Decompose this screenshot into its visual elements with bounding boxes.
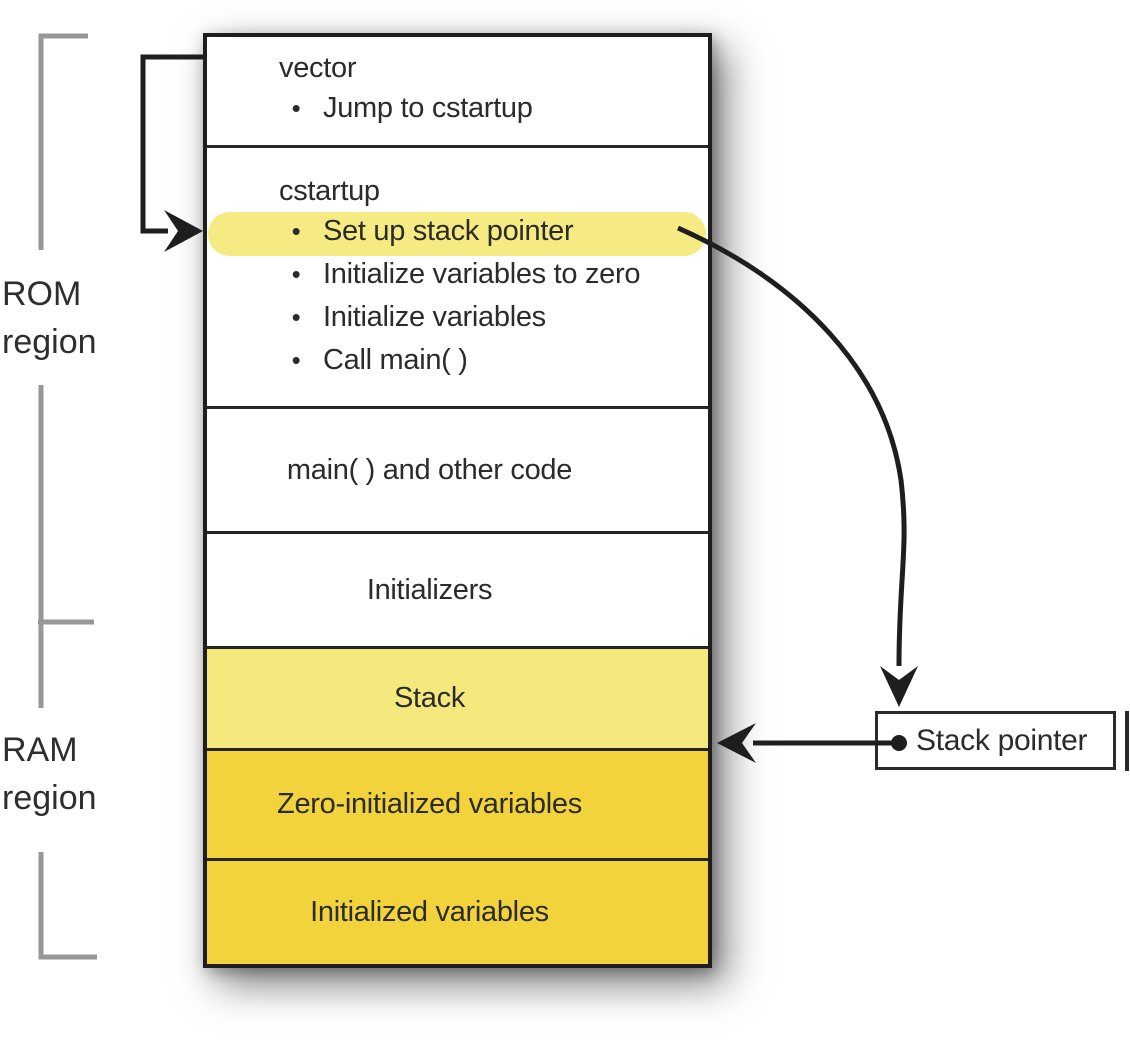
jump-to-cstartup-arrow bbox=[140, 54, 203, 234]
cstartup-bullet-set-up-stack-pointer: Set up stack pointer bbox=[323, 215, 574, 247]
left-arrowhead-icon bbox=[717, 723, 756, 763]
main-code-label: main( ) and other code bbox=[286, 453, 573, 486]
stack-pointer-box: Stack pointer bbox=[875, 711, 1116, 770]
rom-region-label-line1: ROM bbox=[2, 275, 82, 313]
rom-region-label-line2: region bbox=[2, 323, 97, 361]
memory-map-box: vector • Jump to cstartup cstartup • Set… bbox=[203, 33, 712, 968]
jump-arrowhead-icon bbox=[164, 210, 203, 252]
cstartup-bullet-row: • Initialize variables to zero bbox=[279, 253, 708, 296]
down-arrowhead-icon bbox=[880, 666, 918, 707]
vector-bullet-row: • Jump to cstartup bbox=[279, 87, 708, 130]
set-up-stack-pointer-highlight bbox=[208, 212, 706, 256]
memory-section-stack: Stack bbox=[207, 646, 708, 748]
memory-section-main-code: main( ) and other code bbox=[207, 406, 708, 531]
bullet-icon: • bbox=[291, 216, 301, 246]
bullet-icon: • bbox=[291, 345, 301, 375]
cstartup-bullet-row: • Call main( ) bbox=[279, 339, 708, 382]
zero-initialized-label: Zero-initialized variables bbox=[277, 788, 582, 820]
cstartup-bullet-row-highlighted: • Set up stack pointer bbox=[279, 210, 708, 253]
memory-section-zero-initialized: Zero-initialized variables bbox=[207, 748, 708, 858]
initializers-label: Initializers bbox=[366, 573, 493, 606]
cstartup-bullet-init-to-zero: Initialize variables to zero bbox=[323, 258, 641, 290]
vector-section-title: vector bbox=[279, 52, 357, 84]
bullet-icon: • bbox=[291, 259, 301, 289]
ram-region-label-line2: region bbox=[2, 779, 97, 817]
stack-pointer-label: Stack pointer bbox=[916, 723, 1088, 757]
memory-section-vector: vector • Jump to cstartup bbox=[207, 37, 708, 145]
rom-region-label: ROM region bbox=[2, 270, 97, 366]
bullet-icon: • bbox=[291, 93, 301, 123]
ram-region-label-line1: RAM bbox=[2, 731, 78, 769]
ram-bracket-bottom bbox=[38, 852, 97, 960]
vector-bullet-text: Jump to cstartup bbox=[323, 92, 533, 124]
rom-bracket-top bbox=[38, 33, 88, 250]
bullet-icon: • bbox=[291, 302, 301, 332]
cstartup-section-title: cstartup bbox=[279, 175, 380, 207]
ram-region-label: RAM region bbox=[2, 726, 97, 822]
cstartup-bullet-init-variables: Initialize variables bbox=[323, 301, 546, 333]
cstartup-bullet-call-main: Call main( ) bbox=[323, 344, 468, 376]
memory-section-cstartup: cstartup • Set up stack pointer • Initia… bbox=[207, 145, 708, 406]
memory-section-initialized: Initialized variables bbox=[207, 858, 708, 964]
cstartup-bullet-row: • Initialize variables bbox=[279, 296, 708, 339]
initialized-label: Initialized variables bbox=[310, 896, 549, 928]
memory-section-initializers: Initializers bbox=[207, 531, 708, 646]
stack-label: Stack bbox=[393, 682, 466, 714]
